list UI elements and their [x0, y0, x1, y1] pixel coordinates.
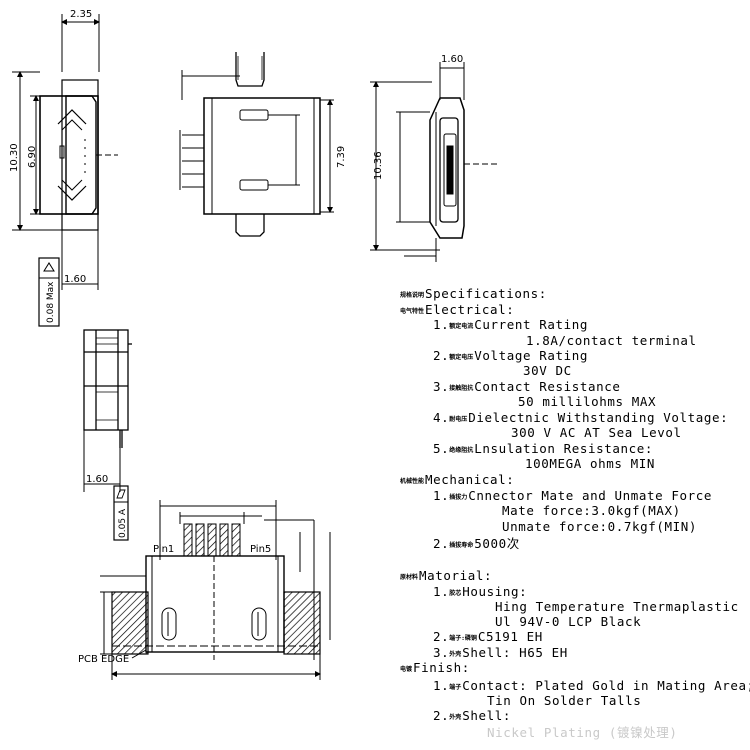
pcb-footprint — [100, 500, 331, 680]
flatness-b-label: 0.05 A — [118, 508, 128, 538]
dim-right-width: 1.60 — [441, 54, 463, 65]
top-view — [179, 52, 334, 237]
dim-top-width: 2.35 — [70, 9, 92, 20]
pin-first-label: Pin1 — [153, 544, 174, 555]
side-profile — [83, 329, 132, 541]
flatness-a-label: 0.08 Max — [46, 281, 56, 323]
front-view — [12, 14, 118, 327]
dim-side-bottom: 1.60 — [86, 474, 108, 485]
side-view — [370, 62, 498, 262]
dim-inner-left: 6.90 — [27, 146, 38, 168]
dim-height-left: 10.30 — [9, 143, 20, 172]
pcb-edge-label: PCB EDGE — [78, 654, 129, 665]
dim-mid-height: 7.39 — [336, 146, 347, 168]
pin-last-label: Pin5 — [250, 544, 271, 555]
dim-bottom-left: 1.60 — [64, 274, 86, 285]
dim-right-height: 10.36 — [373, 151, 384, 180]
